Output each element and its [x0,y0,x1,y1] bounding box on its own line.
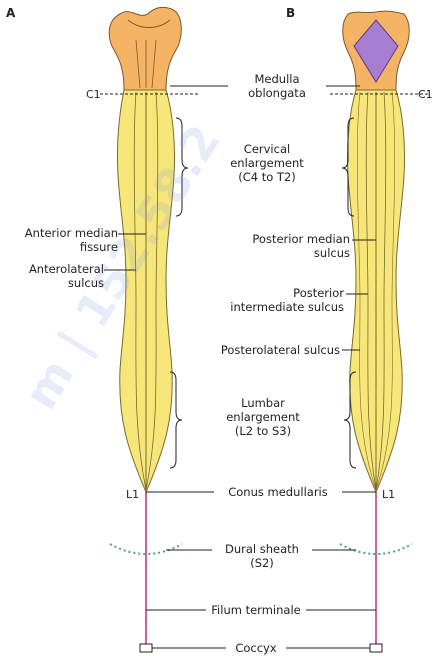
panel-a-label: A [6,6,15,20]
panel-b-label: B [286,6,295,20]
label-conus-medullaris: Conus medullaris [214,485,342,499]
level-l1-right: L1 [382,488,395,501]
label-filum-terminale: Filum terminale [206,603,306,617]
label-anterior-median-fissure: Anterior median fissure [4,226,118,254]
coccyx-box-b [370,644,382,652]
medulla-a [109,7,181,90]
cord-a [100,7,200,652]
label-lumbar-enlargement: Lumbar enlargement (L2 to S3) [208,396,318,438]
label-posterior-median-sulcus: Posterior median sulcus [232,232,350,260]
label-posterior-intermediate-sulcus: Posterior intermediate sulcus [220,286,344,314]
label-cervical-enlargement: Cervical enlargement (C4 to T2) [212,142,322,184]
label-coccyx: Coccyx [226,641,286,655]
level-c1-left: C1 [86,88,101,101]
level-c1-right: C1 [418,88,433,101]
level-l1-left: L1 [126,488,139,501]
label-anterolateral-sulcus: Anterolateral sulcus [4,262,104,290]
label-dural-sheath: Dural sheath (S2) [212,542,312,570]
cord-b [330,11,430,652]
coccyx-box-a [140,644,152,652]
label-medulla-oblongata: Medulla oblongata [228,72,326,100]
label-posterolateral-sulcus: Posterolateral sulcus [206,343,340,357]
